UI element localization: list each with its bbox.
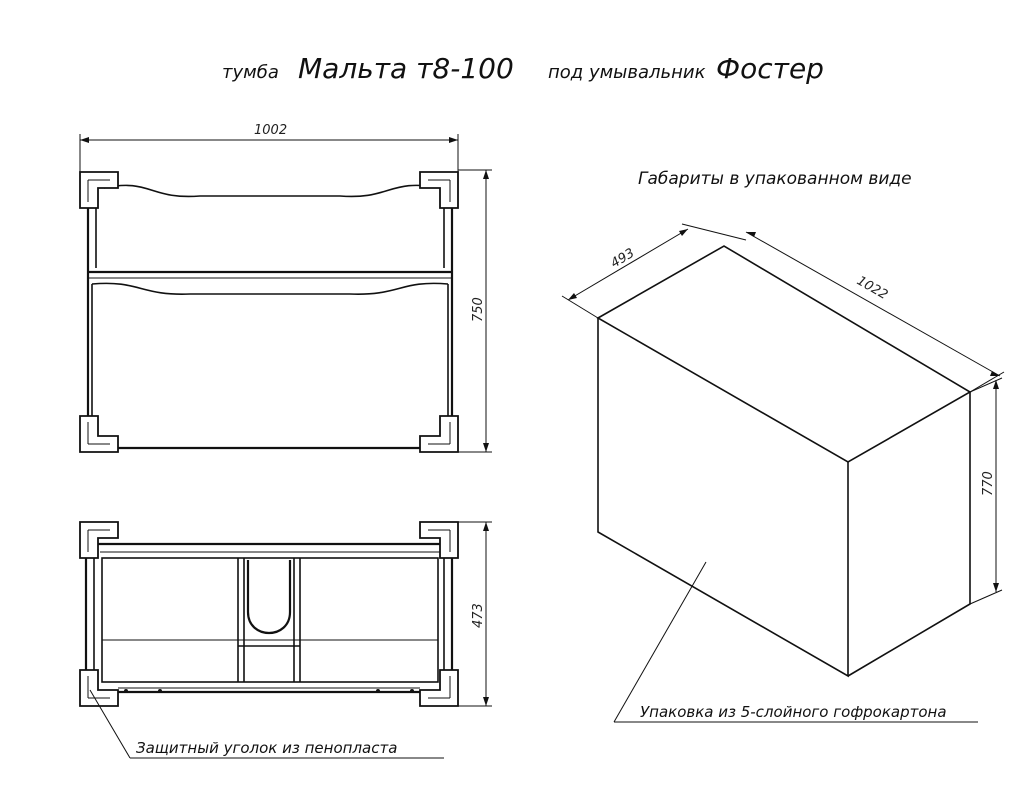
top-depth-dim: 473 [471,603,486,628]
package-width-dim: 1022 [854,273,890,303]
front-height-dim: 750 [471,297,486,322]
foam-corner [419,521,459,559]
foam-corner [79,521,119,559]
package-heading: Габариты в упакованном виде [638,169,912,189]
foam-corner [419,669,459,707]
top-view: 473 [79,521,492,707]
page-title: тумба Мальта т8-100 под умывальник Фосте… [222,52,824,85]
foam-corner [79,171,119,209]
corner-note: Защитный уголок из пенопласта [136,739,397,757]
foam-corner [419,415,459,453]
package-box: 493 1022 770 [561,223,1005,678]
package-height-dim: 770 [981,471,996,496]
foam-corner [79,415,119,453]
foam-corner [419,171,459,209]
front-width-dim: 1002 [254,123,287,138]
front-view: 1002 750 [79,123,492,453]
foam-corner [79,669,119,707]
package-note: Упаковка из 5-слойного гофрокартона [640,703,947,721]
